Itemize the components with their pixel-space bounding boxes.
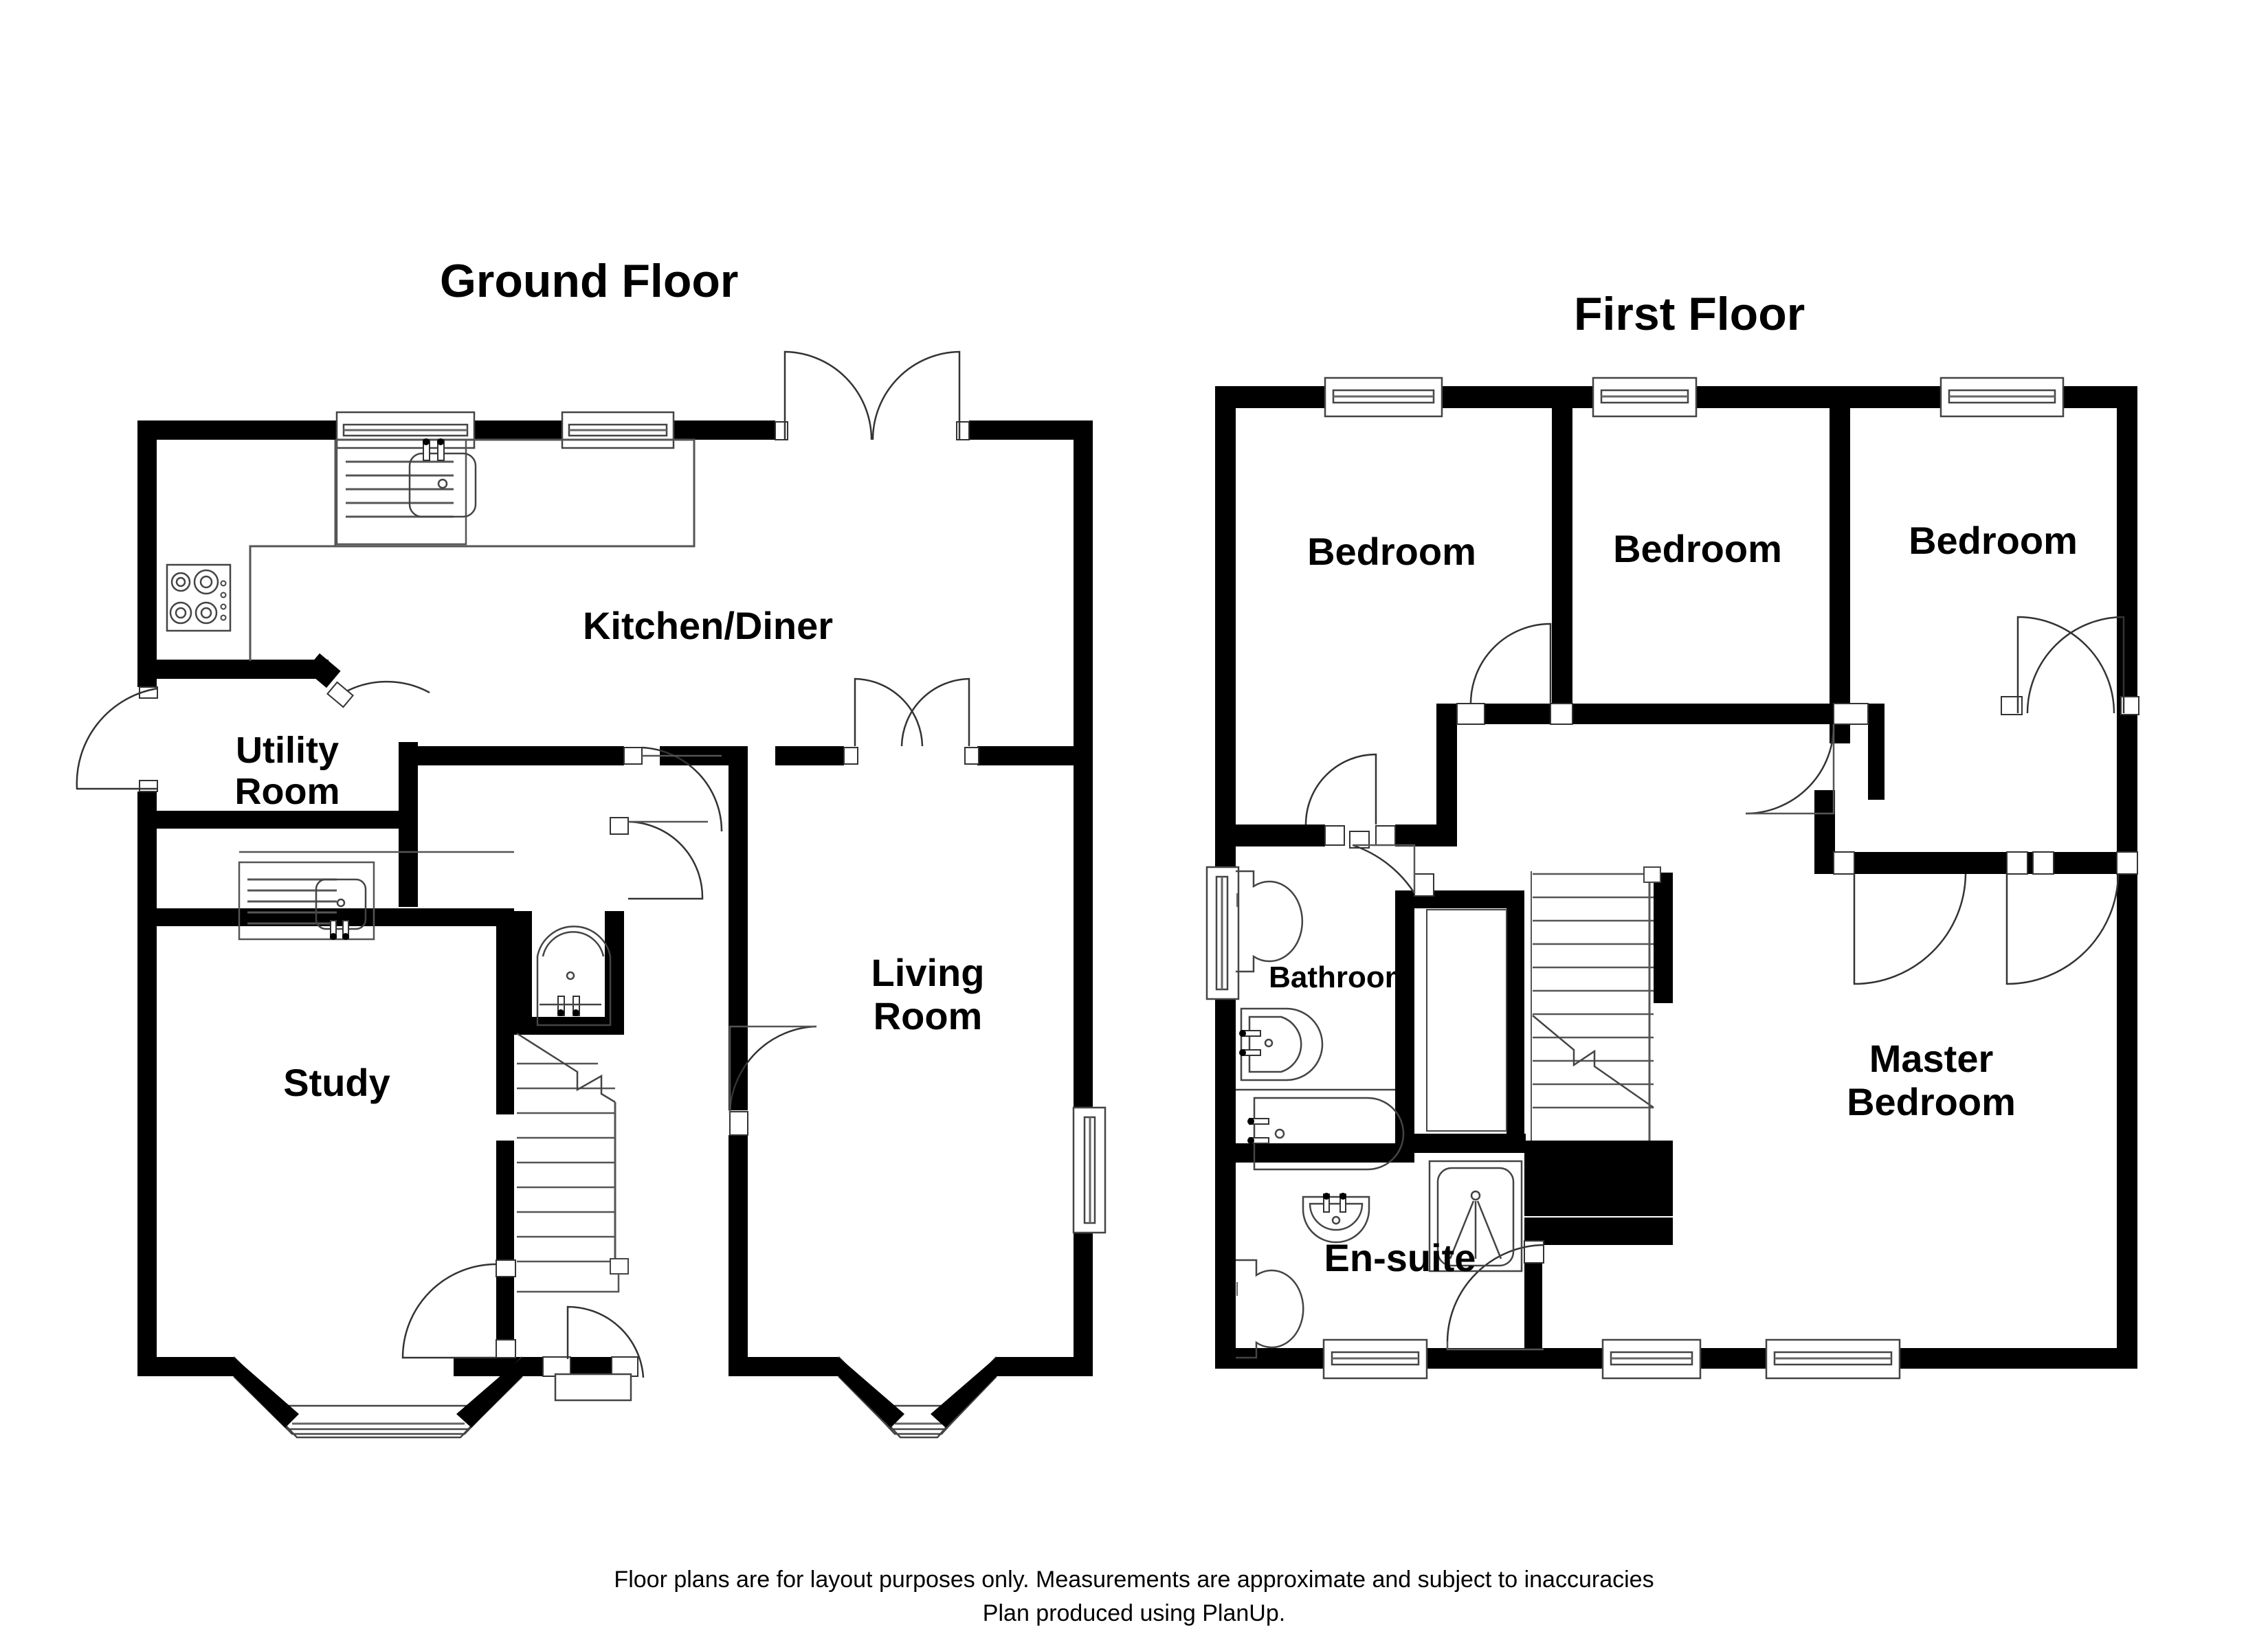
kitchen-living-double-door (843, 677, 979, 765)
wardrobe-double-doors (2001, 616, 2139, 715)
bedroom1-door (1304, 753, 1396, 846)
bedroom1-window (1324, 377, 1443, 418)
utility-kitchen-door (326, 680, 430, 708)
understairs-basin-icon (536, 926, 612, 1027)
room-label-bathroom: Bathroom (1269, 961, 1412, 994)
ground-floor-walls (137, 420, 1093, 1376)
room-label-living-room: Living Room (871, 951, 985, 1037)
hob-icon (166, 563, 232, 632)
master-bedroom-window-right (1765, 1338, 1901, 1380)
bedroom3-door (1745, 703, 1869, 815)
bedroom2-door (1456, 622, 1573, 725)
hall-living-door (729, 1025, 817, 1136)
master-bedroom-door (1833, 851, 2138, 985)
kitchen-sink-icon (335, 438, 477, 546)
utility-external-door (76, 686, 158, 792)
bathroom-door (1349, 831, 1434, 897)
footer-disclaimer: Floor plans are for layout purposes only… (0, 1563, 2268, 1631)
bedroom3-window (1939, 377, 2065, 418)
room-label-master-bedroom: Master Bedroom (1847, 1037, 2016, 1123)
ground-floor-title: Ground Floor (440, 255, 739, 307)
footer-line-2: Plan produced using PlanUp. (982, 1600, 1286, 1627)
footer-line-1: Floor plans are for layout purposes only… (614, 1567, 1654, 1593)
bedroom2-window (1592, 377, 1698, 418)
living-room-bay-window (838, 1356, 997, 1439)
utility-sink-icon (238, 851, 514, 941)
front-door (542, 1305, 645, 1402)
first-floor-title: First Floor (1574, 288, 1805, 340)
kitchen-window-right (561, 411, 675, 449)
master-bedroom-window-left (1601, 1338, 1702, 1380)
room-label-utility-room: Utility Room (234, 730, 340, 813)
bathroom-window (1205, 866, 1240, 1000)
room-label-bedroom-3: Bedroom (1909, 519, 2078, 562)
room-label-kitchen-diner: Kitchen/Diner (582, 604, 834, 647)
room-label-bedroom-1: Bedroom (1307, 530, 1476, 573)
study-bay-window (233, 1356, 523, 1439)
bathroom-wc-icon (1236, 870, 1304, 973)
airing-cupboard (1426, 909, 1507, 1132)
bathroom-basin-icon (1239, 1007, 1324, 1081)
staircase-ground (516, 1032, 629, 1293)
room-label-bedroom-2: Bedroom (1613, 527, 1782, 570)
room-label-en-suite: En-suite (1324, 1236, 1476, 1279)
living-room-side-window (1072, 1106, 1107, 1234)
staircase-first-floor (1531, 866, 1661, 1141)
kitchen-window-left (335, 411, 476, 449)
bathroom-bath-icon (1236, 1088, 1405, 1171)
ensuite-window (1322, 1338, 1428, 1380)
room-label-study: Study (283, 1061, 390, 1104)
study-door (401, 1259, 516, 1359)
ensuite-basin-icon (1302, 1193, 1370, 1244)
hall-kitchen-door (610, 746, 723, 900)
kitchen-french-door (775, 350, 970, 440)
